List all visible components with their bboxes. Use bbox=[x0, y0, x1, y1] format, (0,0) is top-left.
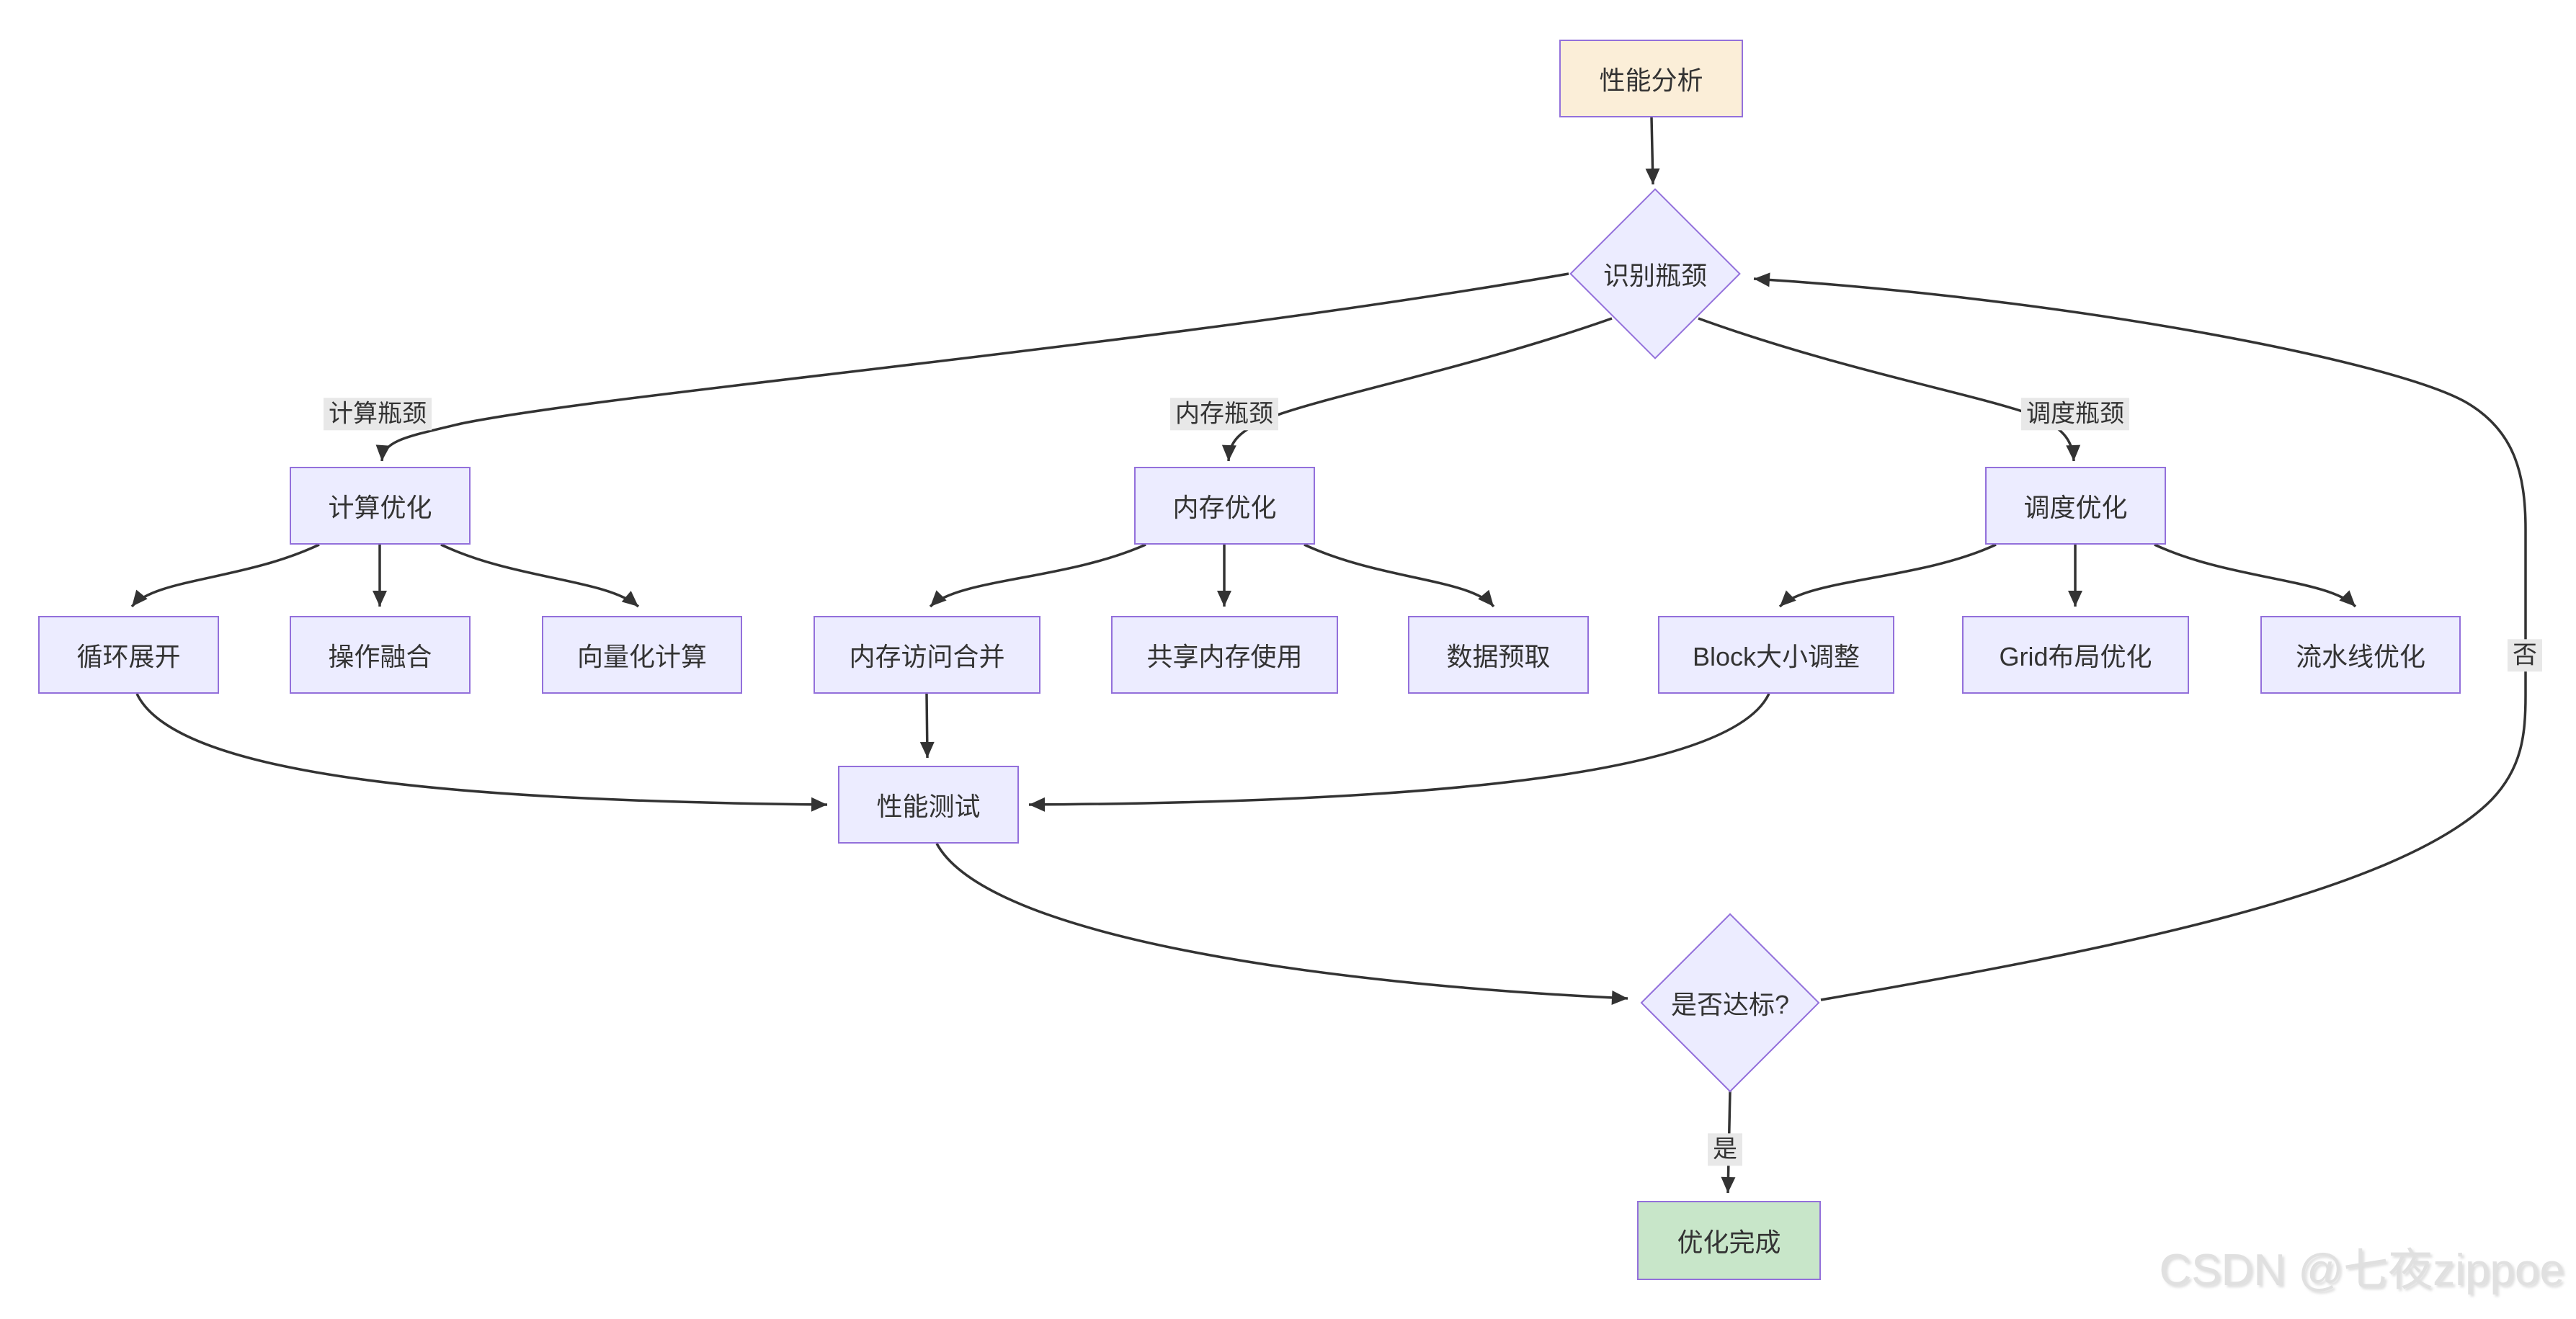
node-identify-bottleneck: 识别瓶颈 bbox=[1569, 188, 1741, 359]
node-shared-memory-usage: 共享内存使用 bbox=[1111, 616, 1338, 694]
node-label: 操作融合 bbox=[328, 642, 432, 671]
edge-perftest-meets bbox=[935, 843, 1628, 1005]
edge-computeopt-loopunroll bbox=[130, 543, 320, 608]
node-pipeline-optimization: 流水线优化 bbox=[2260, 616, 2461, 694]
node-vectorized-compute: 向量化计算 bbox=[542, 616, 742, 694]
node-label: 数据预取 bbox=[1446, 642, 1551, 671]
node-label: 向量化计算 bbox=[576, 642, 707, 671]
node-performance-analysis: 性能分析 bbox=[1559, 40, 1743, 117]
edge-label-yes: 是 bbox=[1708, 1133, 1742, 1166]
edge-identify-schedule bbox=[1698, 317, 2081, 462]
node-label: 是否达标? bbox=[1670, 990, 1790, 1019]
edge-label-compute-bottleneck: 计算瓶颈 bbox=[324, 398, 432, 431]
node-label: 性能分析 bbox=[1599, 66, 1703, 95]
edge-memoryopt-prefetch bbox=[1303, 543, 1495, 608]
node-meets-target-decision: 是否达标? bbox=[1640, 913, 1820, 1093]
edge-label-no: 否 bbox=[2508, 639, 2542, 672]
edge-scheduleopt-pipeline bbox=[2154, 543, 2357, 608]
node-label: 流水线优化 bbox=[2295, 642, 2425, 671]
edge-label-memory-bottleneck: 内存瓶颈 bbox=[1170, 398, 1278, 431]
node-grid-layout-optimization: Grid布局优化 bbox=[1962, 616, 2189, 694]
node-memory-access-coalescing: 内存访问合并 bbox=[814, 616, 1040, 694]
node-operation-fusion: 操作融合 bbox=[290, 616, 471, 694]
node-memory-optimization: 内存优化 bbox=[1134, 467, 1315, 545]
node-label: 循环展开 bbox=[76, 642, 181, 671]
edge-start-identify bbox=[1645, 117, 1660, 185]
csdn-watermark: CSDN @七夜zippoe bbox=[2159, 1246, 2564, 1295]
edge-label-schedule-bottleneck: 调度瓶颈 bbox=[2021, 398, 2129, 431]
node-label: Block大小调整 bbox=[1692, 642, 1860, 671]
edge-meets-identify-no-loop bbox=[1753, 272, 2527, 1001]
edge-scheduleopt-blocksize bbox=[1778, 543, 1997, 608]
edge-identify-compute bbox=[375, 272, 1569, 462]
node-label: 计算优化 bbox=[328, 493, 432, 522]
node-label: 共享内存使用 bbox=[1146, 642, 1303, 671]
edge-blocksize-perftest bbox=[1028, 693, 1770, 812]
edge-memoryopt-coalesce bbox=[929, 543, 1146, 608]
node-compute-optimization: 计算优化 bbox=[290, 467, 471, 545]
node-label: Grid布局优化 bbox=[1999, 642, 2152, 671]
node-label: 性能测试 bbox=[876, 792, 981, 821]
edge-computeopt-vectorize bbox=[440, 543, 640, 608]
node-performance-test: 性能测试 bbox=[838, 766, 1019, 844]
node-label: 优化完成 bbox=[1677, 1228, 1781, 1257]
node-optimization-complete: 优化完成 bbox=[1637, 1201, 1821, 1280]
node-block-size-tuning: Block大小调整 bbox=[1658, 616, 1894, 694]
node-schedule-optimization: 调度优化 bbox=[1985, 467, 2166, 545]
node-label: 内存访问合并 bbox=[849, 642, 1005, 671]
edge-loopunroll-perftest bbox=[135, 693, 828, 812]
node-label: 调度优化 bbox=[2023, 493, 2128, 522]
node-data-prefetch: 数据预取 bbox=[1408, 616, 1589, 694]
edge-identify-memory bbox=[1221, 317, 1613, 462]
node-label: 内存优化 bbox=[1172, 493, 1277, 522]
node-label: 识别瓶颈 bbox=[1603, 261, 1708, 290]
node-loop-unrolling: 循环展开 bbox=[38, 616, 219, 694]
